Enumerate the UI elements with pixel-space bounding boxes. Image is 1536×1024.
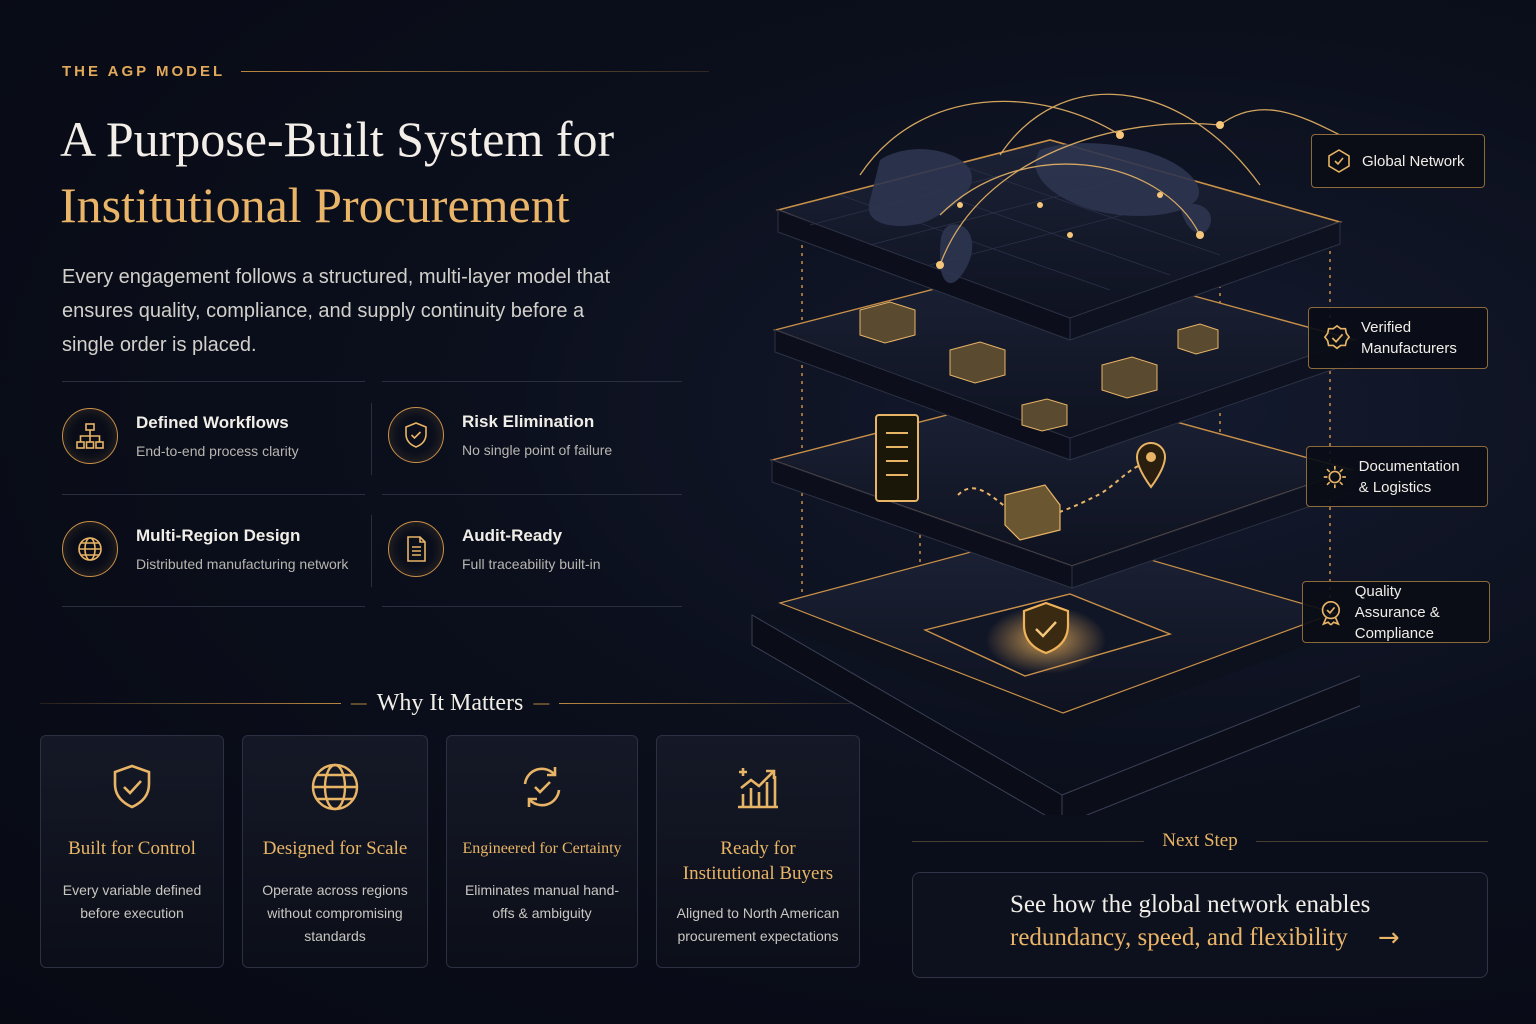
arrow-right-icon[interactable]: →	[1377, 923, 1400, 953]
why-card-control: Built for Control Every variable defined…	[40, 735, 224, 968]
eyebrow-text: THE AGP MODEL	[62, 63, 226, 80]
document-icon	[388, 521, 444, 577]
why-card-scale: Designed for Scale Operate across region…	[242, 735, 428, 968]
card-title: Designed for Scale	[262, 838, 408, 859]
feature-subtitle: End-to-end process clarity	[136, 443, 299, 459]
card-title: Built for Control	[68, 838, 196, 859]
growth-chart-icon	[731, 760, 785, 814]
card-subtitle: Every variable defined before execution	[62, 882, 202, 921]
workflow-icon	[62, 408, 118, 464]
divider	[559, 703, 860, 704]
cta-line-1: See how the global network enables	[1010, 891, 1371, 918]
cycle-check-icon	[515, 760, 569, 814]
cta-line-2: redundancy, speed, and flexibility →	[1010, 923, 1487, 953]
dash-decoration: —	[350, 694, 367, 712]
globe-icon	[308, 760, 362, 814]
layer-verified-manufacturers	[772, 257, 1358, 461]
tag-label: Global Network	[1362, 152, 1465, 170]
network-hex-icon	[1328, 149, 1350, 173]
layer-quality-assurance	[751, 530, 1360, 815]
section-title: Why It Matters	[376, 690, 524, 716]
feature-multi-region-design: Multi-Region Design Distributed manufact…	[62, 521, 348, 577]
tag-documentation-logistics: Documentation & Logistics	[1306, 446, 1488, 507]
tag-label: Verified Manufacturers	[1361, 319, 1457, 357]
next-step-label: Next Step	[1162, 830, 1238, 851]
card-title: Engineered for Certainty	[462, 840, 622, 857]
divider	[62, 381, 365, 382]
feature-title: Risk Elimination	[462, 412, 595, 431]
lead-paragraph: Every engagement follows a structured, m…	[62, 266, 611, 356]
next-step-heading: Next Step	[912, 830, 1488, 852]
divider	[382, 606, 682, 607]
why-card-institutional: Ready for Institutional Buyers Aligned t…	[656, 735, 860, 968]
shield-icon	[388, 407, 444, 463]
tag-label: Quality Assurance & Compliance	[1354, 582, 1440, 642]
tag-verified-manufacturers: Verified Manufacturers	[1308, 307, 1488, 369]
divider	[1255, 840, 1488, 842]
cta-highlight: redundancy, speed, and flexibility	[1010, 924, 1348, 951]
feature-subtitle: Full traceability built-in	[462, 556, 601, 572]
card-title: Ready for Institutional Buyers	[682, 838, 834, 884]
network-arcs	[859, 93, 1341, 266]
eyebrow: THE AGP MODEL	[62, 63, 710, 80]
feature-subtitle: Distributed manufacturing network	[136, 556, 349, 572]
card-subtitle: Aligned to North American procurement ex…	[676, 905, 840, 944]
why-it-matters-heading: — Why It Matters —	[40, 690, 860, 717]
tag-global-network: Global Network	[1311, 134, 1485, 188]
next-step-cta[interactable]: See how the global network enables redun…	[912, 872, 1488, 978]
world-map	[868, 143, 1211, 284]
eyebrow-divider	[241, 71, 710, 72]
feature-title: Multi-Region Design	[136, 526, 301, 545]
divider	[371, 515, 372, 587]
why-card-certainty: Engineered for Certainty Eliminates manu…	[446, 735, 638, 968]
feature-title: Defined Workflows	[136, 413, 289, 432]
feature-title: Audit-Ready	[462, 526, 563, 545]
layer-global-network	[775, 93, 1343, 341]
divider	[62, 606, 365, 607]
page-title-line-1: A Purpose-Built System for	[60, 111, 615, 167]
layer-stack-illustration	[751, 93, 1360, 815]
divider	[40, 703, 341, 704]
page-title-line-2: Institutional Procurement	[60, 177, 570, 233]
divider	[382, 494, 682, 495]
tag-label: Documentation & Logistics	[1358, 457, 1460, 496]
feature-grid: Defined Workflows End-to-end process cla…	[62, 381, 682, 607]
dash-decoration: —	[533, 694, 550, 712]
divider	[382, 381, 682, 382]
shield-check-icon	[105, 760, 159, 814]
globe-icon	[62, 521, 118, 577]
gear-leaf-icon	[1323, 465, 1346, 488]
feature-audit-ready: Audit-Ready Full traceability built-in	[388, 521, 601, 577]
network-nodes	[936, 121, 1224, 269]
card-subtitle: Eliminates manual hand-offs & ambiguity	[464, 882, 620, 921]
divider	[62, 494, 365, 495]
feature-risk-elimination: Risk Elimination No single point of fail…	[388, 407, 612, 463]
feature-defined-workflows: Defined Workflows End-to-end process cla…	[62, 408, 299, 464]
tag-quality-assurance: Quality Assurance & Compliance	[1302, 581, 1490, 643]
divider	[912, 840, 1145, 842]
badge-check-icon	[1323, 324, 1351, 350]
feature-subtitle: No single point of failure	[462, 442, 613, 458]
divider	[371, 403, 372, 475]
award-icon	[1321, 600, 1341, 626]
card-subtitle: Operate across regions without compromis…	[262, 882, 408, 944]
